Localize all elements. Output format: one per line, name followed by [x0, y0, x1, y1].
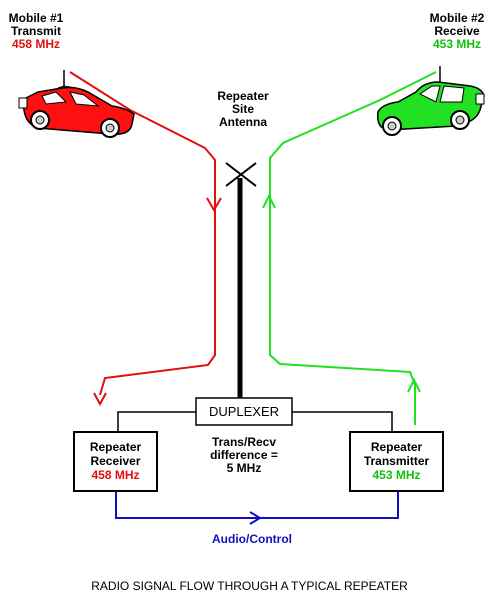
antenna-label: Repeater Site Antenna	[208, 90, 278, 129]
mobile1-role: Transmit	[10, 24, 61, 38]
antenna-label-line2: Site	[231, 102, 254, 116]
mobile2-freq: 453 MHz	[432, 37, 482, 51]
receive-signal-path	[262, 71, 437, 425]
receiver-line2: Receiver	[90, 454, 141, 468]
duplexer-box	[195, 397, 293, 426]
mobile2-label: Mobile #2 Receive 453 MHz	[424, 12, 490, 51]
antenna-label-line3: Antenna	[219, 115, 267, 129]
receiver-box	[73, 431, 158, 492]
audio-control-link	[115, 491, 399, 525]
transmitter-line2: Transmitter	[363, 454, 430, 468]
mobile2-role: Receive	[434, 24, 480, 38]
antenna-label-line1: Repeater	[217, 89, 269, 103]
antenna	[225, 162, 257, 398]
transmitter-box	[349, 431, 444, 492]
receiver-line1: Repeater	[89, 440, 142, 454]
transmitter-line1: Repeater	[370, 440, 423, 454]
difference-label: Trans/Recv difference = 5 MHz	[196, 436, 292, 475]
audio-control-label: Audio/Control	[212, 532, 292, 546]
diagram-caption: RADIO SIGNAL FLOW THROUGH A TYPICAL REPE…	[91, 579, 408, 593]
difference-line1: Trans/Recv	[211, 435, 277, 449]
transmit-signal-path	[69, 71, 222, 407]
transmitter-freq: 453 MHz	[372, 468, 421, 482]
car-mobile2-icon	[376, 66, 485, 136]
receiver-freq: 458 MHz	[91, 468, 140, 482]
car-mobile1-icon	[18, 70, 135, 138]
transmitter-label: Repeater Transmitter 453 MHz	[350, 440, 443, 482]
difference-line3: 5 MHz	[226, 461, 262, 475]
duplexer-label: DUPLEXER	[208, 404, 280, 419]
mobile1-name: Mobile #1	[8, 11, 64, 25]
mobile2-name: Mobile #2	[429, 11, 485, 25]
duplexer-connections	[117, 411, 393, 432]
mobile1-label: Mobile #1 Transmit 458 MHz	[6, 12, 66, 51]
receiver-label: Repeater Receiver 458 MHz	[74, 440, 157, 482]
mobile1-freq: 458 MHz	[11, 37, 61, 51]
difference-line2: difference =	[210, 448, 278, 462]
